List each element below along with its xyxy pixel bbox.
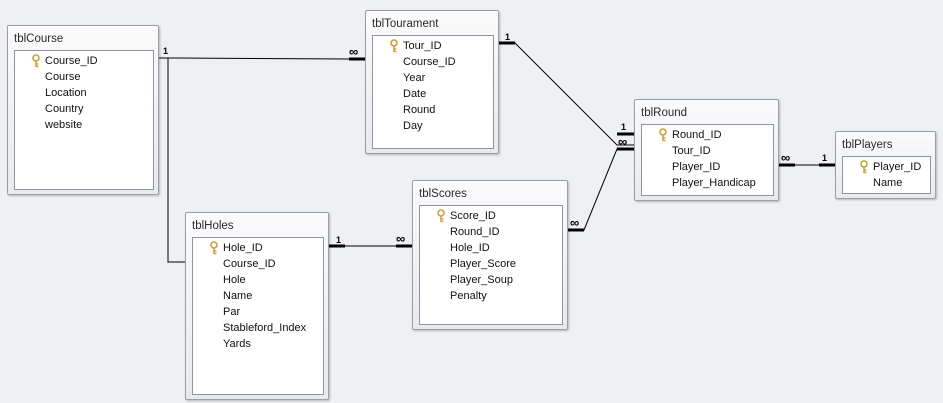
primary-key-icon — [437, 209, 445, 223]
field-row[interactable]: Date — [403, 86, 426, 102]
field-name: Round_ID — [672, 129, 722, 141]
primary-key-icon — [32, 54, 40, 68]
field-row[interactable]: Year — [403, 70, 425, 86]
field-row[interactable]: Player_Score — [450, 256, 516, 272]
field-row[interactable]: Course_ID — [403, 54, 456, 70]
field-name: Name — [223, 290, 253, 302]
field-name: Date — [403, 88, 427, 100]
field-row[interactable]: Day — [403, 118, 423, 134]
field-name: Player_ID — [873, 161, 922, 173]
field-name: website — [45, 119, 83, 131]
field-name: Stableford_Index — [223, 322, 307, 334]
cardinality-one-holes-scores: 1 — [336, 235, 341, 245]
field-name: Name — [873, 177, 903, 189]
field-name: Par — [223, 306, 241, 318]
field-row[interactable]: Hole_ID — [450, 240, 490, 256]
field-row[interactable]: Hole — [223, 272, 246, 288]
field-name: Player_Soup — [450, 274, 513, 286]
field-row[interactable]: Name — [873, 175, 902, 191]
field-name: Course_ID — [403, 56, 456, 68]
field-name: Penalty — [450, 290, 487, 302]
field-row[interactable]: Stableford_Index — [223, 320, 306, 336]
field-row[interactable]: Hole_ID — [210, 240, 263, 256]
cardinality-many-players-round: ∞ — [781, 150, 790, 165]
table-title[interactable]: tblRound — [641, 107, 688, 119]
cardinality-many-holes-scores: ∞ — [396, 231, 405, 246]
field-name: Day — [403, 120, 423, 132]
cardinality-one-round-scores: 1 — [621, 122, 626, 132]
field-row[interactable]: Score_ID — [437, 208, 496, 224]
field-name: Country — [45, 103, 84, 115]
field-row[interactable]: Location — [45, 85, 87, 101]
field-row[interactable]: Player_ID — [672, 159, 720, 175]
field-row[interactable]: Course_ID — [32, 53, 98, 69]
relationship-line-course-tourament[interactable] — [159, 57, 365, 60]
table-title[interactable]: tblHoles — [192, 220, 234, 232]
field-name: Hole_ID — [223, 242, 263, 254]
field-row[interactable]: Round — [403, 102, 435, 118]
relationship-line-course-holes[interactable] — [159, 57, 185, 263]
field-name: Tour_ID — [672, 145, 711, 157]
field-row[interactable]: Player_Soup — [450, 272, 513, 288]
field-row[interactable]: Country — [45, 101, 84, 117]
field-name: Round_ID — [450, 226, 500, 238]
table-round[interactable]: tblRound Round_ID Tour_ID Player_ID Player_… — [634, 99, 779, 201]
relationship-line-tourament-round[interactable] — [499, 42, 634, 146]
table-title[interactable]: tblCourse — [14, 33, 64, 45]
cardinality-many-scores-round: ∞ — [570, 215, 579, 230]
cardinality-one-players-round: 1 — [822, 153, 827, 163]
table-players[interactable]: tblPlayers Player_ID Name — [835, 131, 936, 199]
field-row[interactable]: Tour_ID — [390, 38, 442, 54]
table-title[interactable]: tblPlayers — [842, 139, 893, 151]
primary-key-icon — [659, 128, 667, 142]
cardinality-many-course-tourament: ∞ — [349, 44, 358, 59]
cardinality-one-course-tourament: 1 — [163, 46, 168, 56]
field-list[interactable]: Player_ID Name — [842, 156, 931, 194]
field-row[interactable]: Tour_ID — [672, 143, 711, 159]
field-row[interactable]: Player_Handicap — [672, 175, 756, 191]
field-row[interactable]: Penalty — [450, 288, 487, 304]
table-title[interactable]: tblTourament — [372, 18, 439, 30]
primary-key-icon — [860, 160, 868, 174]
field-name: Player_Handicap — [672, 177, 756, 189]
relationship-line-scores-round[interactable] — [568, 148, 634, 231]
cardinality-many-tourament-round: ∞ — [618, 134, 627, 149]
table-title[interactable]: tblScores — [419, 188, 467, 200]
field-row[interactable]: Name — [223, 288, 252, 304]
field-row[interactable]: Yards — [223, 336, 251, 352]
field-name: Yards — [223, 338, 251, 350]
table-scores[interactable]: tblScores Score_ID Round_ID Hole_ID Player_… — [412, 180, 568, 330]
field-row[interactable]: Course_ID — [223, 256, 276, 272]
field-name: Course_ID — [223, 258, 276, 270]
field-name: Course_ID — [45, 55, 98, 67]
cardinality-one-tourament-round: 1 — [505, 32, 510, 42]
field-name: Location — [45, 87, 87, 99]
field-name: Player_Score — [450, 258, 517, 270]
field-row[interactable]: Par — [223, 304, 240, 320]
primary-key-icon — [390, 39, 398, 53]
field-name: Year — [403, 72, 426, 84]
primary-key-icon — [210, 241, 218, 255]
field-row[interactable]: website — [45, 117, 82, 133]
field-row[interactable]: Course — [45, 69, 80, 85]
field-name: Tour_ID — [403, 40, 442, 52]
field-row[interactable]: Round_ID — [659, 127, 722, 143]
field-row[interactable]: Round_ID — [450, 224, 500, 240]
field-list[interactable]: Round_ID Tour_ID Player_ID Player_Handicap — [641, 124, 774, 196]
field-name: Hole_ID — [450, 242, 490, 254]
field-name: Score_ID — [450, 210, 496, 222]
field-name: Player_ID — [672, 161, 721, 173]
field-name: Hole — [223, 274, 246, 286]
field-row[interactable]: Player_ID — [860, 159, 922, 175]
field-name: Round — [403, 104, 436, 116]
field-name: Course — [45, 71, 81, 83]
